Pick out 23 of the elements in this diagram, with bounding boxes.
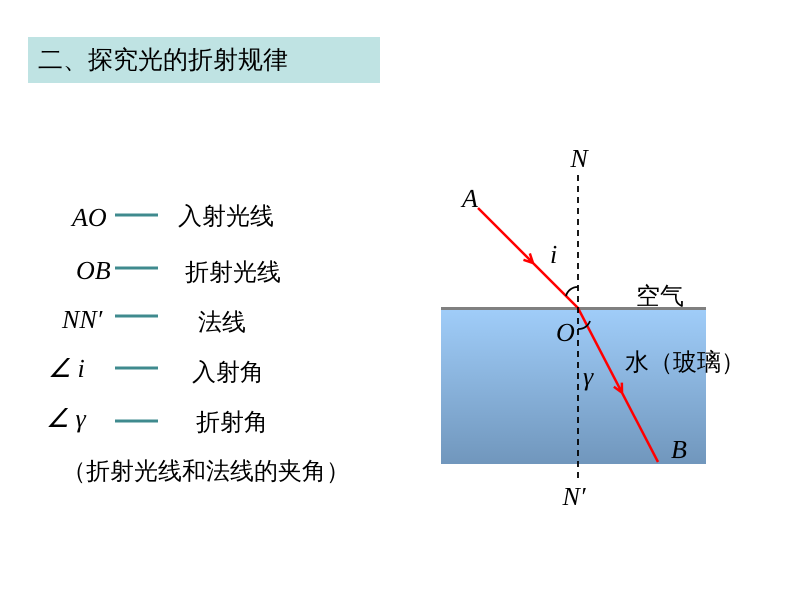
point-label: N′ xyxy=(562,482,586,512)
point-label: N xyxy=(569,145,589,173)
light-ray xyxy=(476,206,660,464)
normal-line xyxy=(577,175,579,480)
line-symbol: NN′ xyxy=(62,305,102,335)
term-label: 法线 xyxy=(198,307,246,338)
angle-symbol: ∠ γ xyxy=(46,403,86,434)
medium-label: 空气 xyxy=(636,281,684,312)
term-label: 折射光线 xyxy=(185,257,281,288)
medium-label: 水（玻璃） xyxy=(625,347,745,378)
angle-label: γ xyxy=(583,362,594,392)
point-label: B xyxy=(668,435,690,465)
note-text: （折射光线和法线的夹角） xyxy=(62,456,350,487)
ray-symbol: OB xyxy=(76,256,111,286)
angle-label: i xyxy=(550,240,558,270)
term-label: 入射光线 xyxy=(178,201,274,232)
term-label: 入射角 xyxy=(192,357,264,388)
point-label: O xyxy=(556,318,575,348)
title-band: 二、探究光的折射规律 xyxy=(28,37,380,83)
term-label: 折射角 xyxy=(196,407,268,438)
point-label: A xyxy=(460,186,480,212)
angle-symbol: ∠ i xyxy=(48,353,85,384)
ray-symbol: AO xyxy=(72,203,107,233)
